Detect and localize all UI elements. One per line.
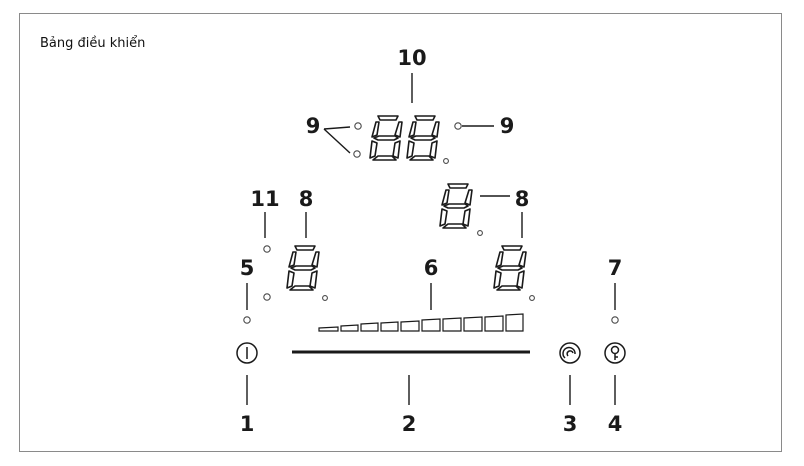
timer-led-upper-left <box>354 122 362 130</box>
callout-10: 10 <box>397 46 427 70</box>
callout-3: 3 <box>562 412 578 436</box>
timer-display <box>369 115 440 161</box>
callout-9-left: 9 <box>305 114 321 138</box>
bridge-zone-icon[interactable] <box>559 342 581 364</box>
callout-1: 1 <box>239 412 255 436</box>
indicator-leds <box>243 122 619 324</box>
zone-dot-rear-right <box>477 230 483 236</box>
indicator-led-11 <box>263 245 271 253</box>
timer-dot <box>443 158 449 164</box>
zone-display-front-right <box>493 245 527 291</box>
callout-8-right: 8 <box>514 187 530 211</box>
panel-title: Bảng điều khiển <box>40 36 146 51</box>
power-level-bar <box>318 313 524 332</box>
zone-dot-left <box>322 295 328 301</box>
timer-led-upper-right <box>454 122 462 130</box>
callout-7: 7 <box>607 256 623 280</box>
callout-2: 2 <box>401 412 417 436</box>
timer-led-lower-left <box>353 150 361 158</box>
key-lock-icon[interactable] <box>604 342 626 364</box>
zone-display-rear-right <box>439 183 473 229</box>
callout-11: 11 <box>250 187 280 211</box>
zone-dot-front-right <box>529 295 535 301</box>
callout-9-right: 9 <box>499 114 515 138</box>
callout-4: 4 <box>607 412 623 436</box>
callout-6: 6 <box>423 256 439 280</box>
zone-led-left <box>263 293 271 301</box>
panel-frame <box>19 13 782 452</box>
zone-display-left <box>286 245 320 291</box>
power-led <box>243 316 251 324</box>
lock-led <box>611 316 619 324</box>
leader-lines <box>246 73 616 405</box>
power-icon[interactable] <box>236 342 258 364</box>
callout-8-left: 8 <box>298 187 314 211</box>
callout-5: 5 <box>239 256 255 280</box>
